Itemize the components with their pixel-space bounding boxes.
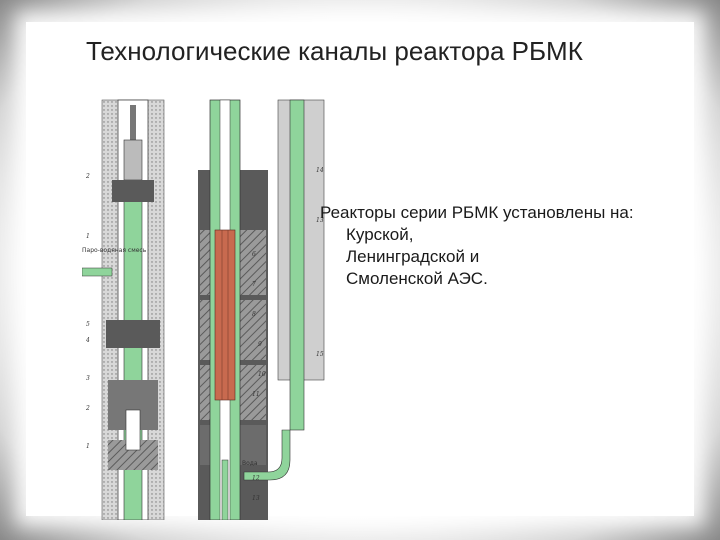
body-text: Реакторы серии РБМК установлены на: Курс…	[320, 202, 680, 290]
figure-callout: 15	[316, 351, 324, 358]
figure-callout: 14	[316, 167, 324, 174]
water-label: Вода	[242, 460, 258, 467]
reactor-channel-drawing: Паро-водяная смесь Вод	[82, 99, 325, 520]
figure-callout: 9	[258, 341, 262, 348]
slide-title: Технологические каналы реактора РБМК	[86, 36, 583, 66]
figure-callout: 8	[252, 311, 256, 318]
middle-channel-column	[198, 99, 268, 520]
figure-callout: 7	[252, 281, 256, 288]
figure-callout: 1	[86, 443, 90, 450]
site-item: Ленинградской и	[346, 247, 480, 266]
steam-water-label: Паро-водяная смесь	[82, 247, 147, 254]
figure-callout: 6	[252, 251, 256, 258]
figure-callout: 2	[85, 405, 90, 412]
figure-callout: 11	[252, 391, 260, 398]
figure-callout: 12	[252, 475, 260, 482]
slide: Технологические каналы реактора РБМК	[26, 22, 694, 520]
left-channel-assembly: Паро-водяная смесь	[82, 99, 165, 520]
site-item: Смоленской АЭС.	[346, 269, 488, 288]
figure-callout: 1	[86, 233, 90, 240]
figure-callout: 10	[258, 371, 266, 378]
figure-callout: 13	[316, 217, 324, 224]
site-item: Курской,	[346, 225, 414, 244]
figure-callout: 13	[252, 495, 260, 502]
right-channel-column: Вода	[242, 99, 325, 481]
body-heading: Реакторы серии РБМК установлены на:	[320, 203, 634, 222]
figure-callout: 2	[85, 173, 90, 180]
figure-callout: 3	[86, 375, 90, 382]
figure-callout: 5	[86, 321, 90, 328]
figure-callout: 4	[85, 337, 90, 344]
